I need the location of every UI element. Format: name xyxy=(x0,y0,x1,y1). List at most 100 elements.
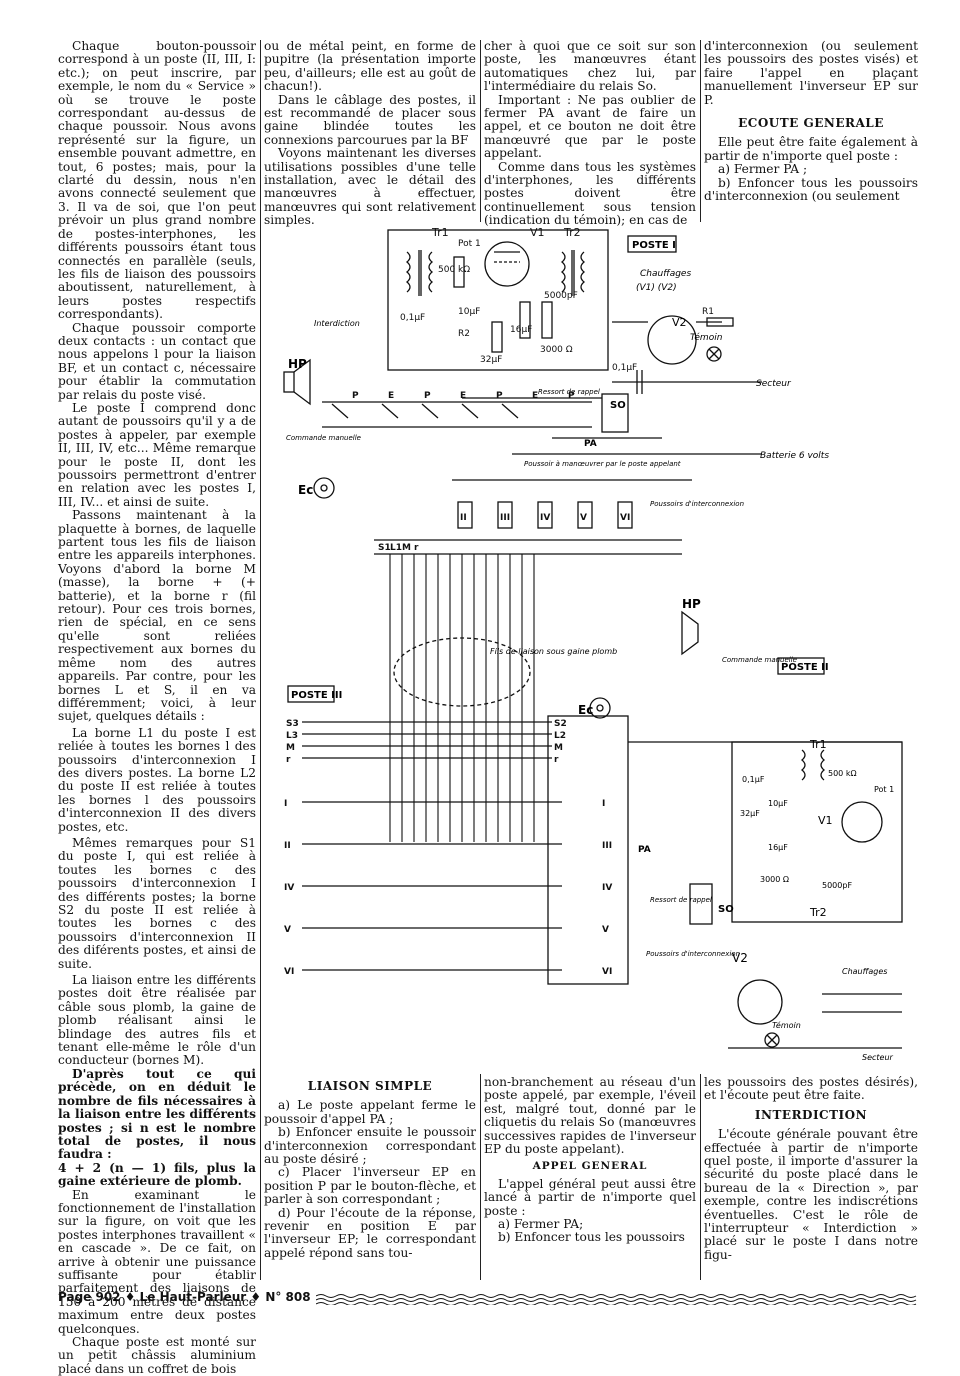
paragraph: Chaque bouton-poussoir correspond à un p… xyxy=(58,39,256,322)
paragraph: En examinant le fonctionnement de l'inst… xyxy=(58,1187,256,1336)
formula: 4 + 2 (n — 1) fils, plus la gaine extéri… xyxy=(58,1160,256,1189)
v2-tube xyxy=(647,315,697,365)
label-ressort2: Ressort de rappel xyxy=(650,896,712,904)
terminal-label-poste2: S2 xyxy=(554,719,567,729)
section-heading: LIAISON SIMPLE xyxy=(307,1079,433,1093)
label-so2: SO xyxy=(718,904,734,915)
text-column-1: Chaque bouton-poussoir correspond à un p… xyxy=(58,39,256,1376)
label-tr1: Tr1 xyxy=(431,226,449,239)
label-commande1: Commande manuelle xyxy=(286,434,361,442)
terminal-label-poste3: S3 xyxy=(286,719,299,729)
paragraph: Comme dans tous les systèmes d'interphon… xyxy=(484,159,696,228)
pushbutton-label-poste2: VI xyxy=(602,967,612,977)
label-c01: 0,1µF xyxy=(400,313,425,323)
label-r2: R2 xyxy=(458,329,470,339)
paragraph: Chaque poste est monté sur un petit châs… xyxy=(58,1335,256,1376)
label-c32: 32µF xyxy=(480,355,502,365)
footer-wave-rule xyxy=(316,1294,917,1305)
section-heading: ECOUTE GENERALE xyxy=(738,116,884,131)
label-c5000: 5000pF xyxy=(544,291,578,301)
label-batterie: Batterie 6 volts xyxy=(760,451,829,461)
terminal-label-poste3: L3 xyxy=(286,731,298,741)
column-rule-4 xyxy=(480,1074,481,1280)
label-secteur: Secteur xyxy=(756,379,792,389)
terminal-label-poste1: r xyxy=(414,543,419,553)
label-c5000-p2: 5000pF xyxy=(822,881,852,890)
pushbutton-label-poste2: I xyxy=(602,799,605,809)
label-temoin-p2: Témoin xyxy=(772,1020,801,1030)
switch-letter-poste1: P xyxy=(496,391,503,401)
tr1-primary xyxy=(405,251,411,293)
paragraph: d) Pour l'écoute de la réponse, revenir … xyxy=(264,1205,476,1260)
poste1-amplifier-block xyxy=(387,229,609,371)
paragraph: ou de métal peint, en forme de pupitre (… xyxy=(264,39,476,94)
pushbutton-label-poste1: II xyxy=(460,513,467,523)
pushbutton-label-poste1: V xyxy=(580,513,587,523)
label-poussoirs-inter2: Poussoirs d'interconnexion xyxy=(646,950,740,958)
paragraph: cher à quoi que ce soit sur son poste, l… xyxy=(484,39,696,94)
pushbutton-label-poste2: V xyxy=(602,925,609,935)
paragraph: c) Placer l'inverseur EP en position P p… xyxy=(264,1165,476,1207)
column-rule-2 xyxy=(480,40,481,222)
pushbutton-label-poste3: V xyxy=(284,925,291,935)
label-poussoirs-inter1: Poussoirs d'interconnexion xyxy=(650,500,744,508)
v1-tube xyxy=(484,241,530,287)
tr1-secondary xyxy=(428,251,434,293)
pushbutton-label-poste2: III xyxy=(602,841,612,851)
label-tr2: Tr2 xyxy=(563,226,581,239)
terminal-label-poste3: M xyxy=(286,743,295,753)
text-column-3: cher à quoi que ce soit sur son poste, l… xyxy=(484,39,696,228)
label-c01-b: 0,1µF xyxy=(612,363,637,373)
pushbutton-label-poste2: IV xyxy=(602,883,612,893)
label-pa1: PA xyxy=(584,439,597,449)
label-commande2: Commande manuelle xyxy=(722,656,797,664)
interphone-schematic: Tr1 V1 Tr2 Pot 1 0,1µF 10µF 16µF 32µF 50… xyxy=(283,226,903,1062)
poste2-terminal-block xyxy=(547,715,629,985)
paragraph: L'écoute générale pouvant être effectuée… xyxy=(704,1127,918,1262)
label-r500k-p2: 500 kΩ xyxy=(828,769,857,778)
paragraph: non-branchement au réseau d'un poste app… xyxy=(484,1075,696,1157)
label-c16: 16µF xyxy=(510,325,532,335)
terminal-label-poste1: M xyxy=(402,543,411,553)
pushbutton-label-poste3: I xyxy=(284,799,287,809)
paragraph: a) Le poste appelant ferme le poussoir d… xyxy=(264,1098,476,1126)
pushbutton-label-poste1: IV xyxy=(540,513,550,523)
paragraph: La borne L1 du poste I est reliée à tout… xyxy=(58,725,256,834)
paragraph: les poussoirs des postes désirés), et l'… xyxy=(704,1075,918,1103)
pushbutton-label-poste3: VI xyxy=(284,967,294,977)
label-hp2: HP xyxy=(682,597,701,611)
label-c32-p2: 32µF xyxy=(740,809,760,818)
text-column-4: d'interconnexion (ou seulement les pouss… xyxy=(704,39,918,203)
terminal-label-poste2: r xyxy=(554,755,559,765)
paragraph: b) Enfoncer tous les poussoirs xyxy=(498,1230,685,1245)
text-column-3-bottom: non-branchement au réseau d'un poste app… xyxy=(484,1075,696,1245)
hp-poste1-speaker xyxy=(293,358,311,406)
label-so1: SO xyxy=(610,400,626,411)
pushbutton-label-poste3: IV xyxy=(284,883,294,893)
label-chauffages: Chauffages xyxy=(640,269,691,279)
label-r1: R1 xyxy=(702,307,714,317)
hp-poste2-speaker xyxy=(681,610,699,656)
switch-letter-poste1: P xyxy=(424,391,431,401)
ec-jack-poste1 xyxy=(313,477,335,499)
switch-letter-poste1: E xyxy=(388,391,394,401)
terminal-label-poste1: L1 xyxy=(390,543,402,553)
switch-letter-poste1: P xyxy=(568,391,575,401)
label-v2: V2 xyxy=(672,316,687,329)
column-rule-3 xyxy=(700,40,701,222)
paragraph: Chaque poussoir comporte deux contacts :… xyxy=(58,320,256,402)
terminal-label-poste3: r xyxy=(286,755,291,765)
label-pot-p2: Pot 1 xyxy=(874,785,894,794)
label-v2-p2: V2 xyxy=(732,951,748,965)
label-v1-p2: V1 xyxy=(818,814,833,827)
label-poste1: POSTE I xyxy=(632,240,676,251)
pushbutton-label-poste1: III xyxy=(500,513,510,523)
terminal-label-poste2: M xyxy=(554,743,563,753)
text-column-4-bottom: les poussoirs des postes désirés), et l'… xyxy=(704,1075,918,1262)
label-chauffages-v: (V1) (V2) xyxy=(636,283,677,293)
page-footer: Page 902 ♦ Le Haut-Parleur ♦ N° 808 xyxy=(58,1290,918,1308)
lead-sheath-marker xyxy=(393,637,531,707)
label-c10-p2: 10µF xyxy=(768,799,788,808)
paragraph: Mêmes remarques pour S1 du poste I, qui … xyxy=(58,835,256,971)
label-interdiction: Interdiction xyxy=(314,319,360,328)
